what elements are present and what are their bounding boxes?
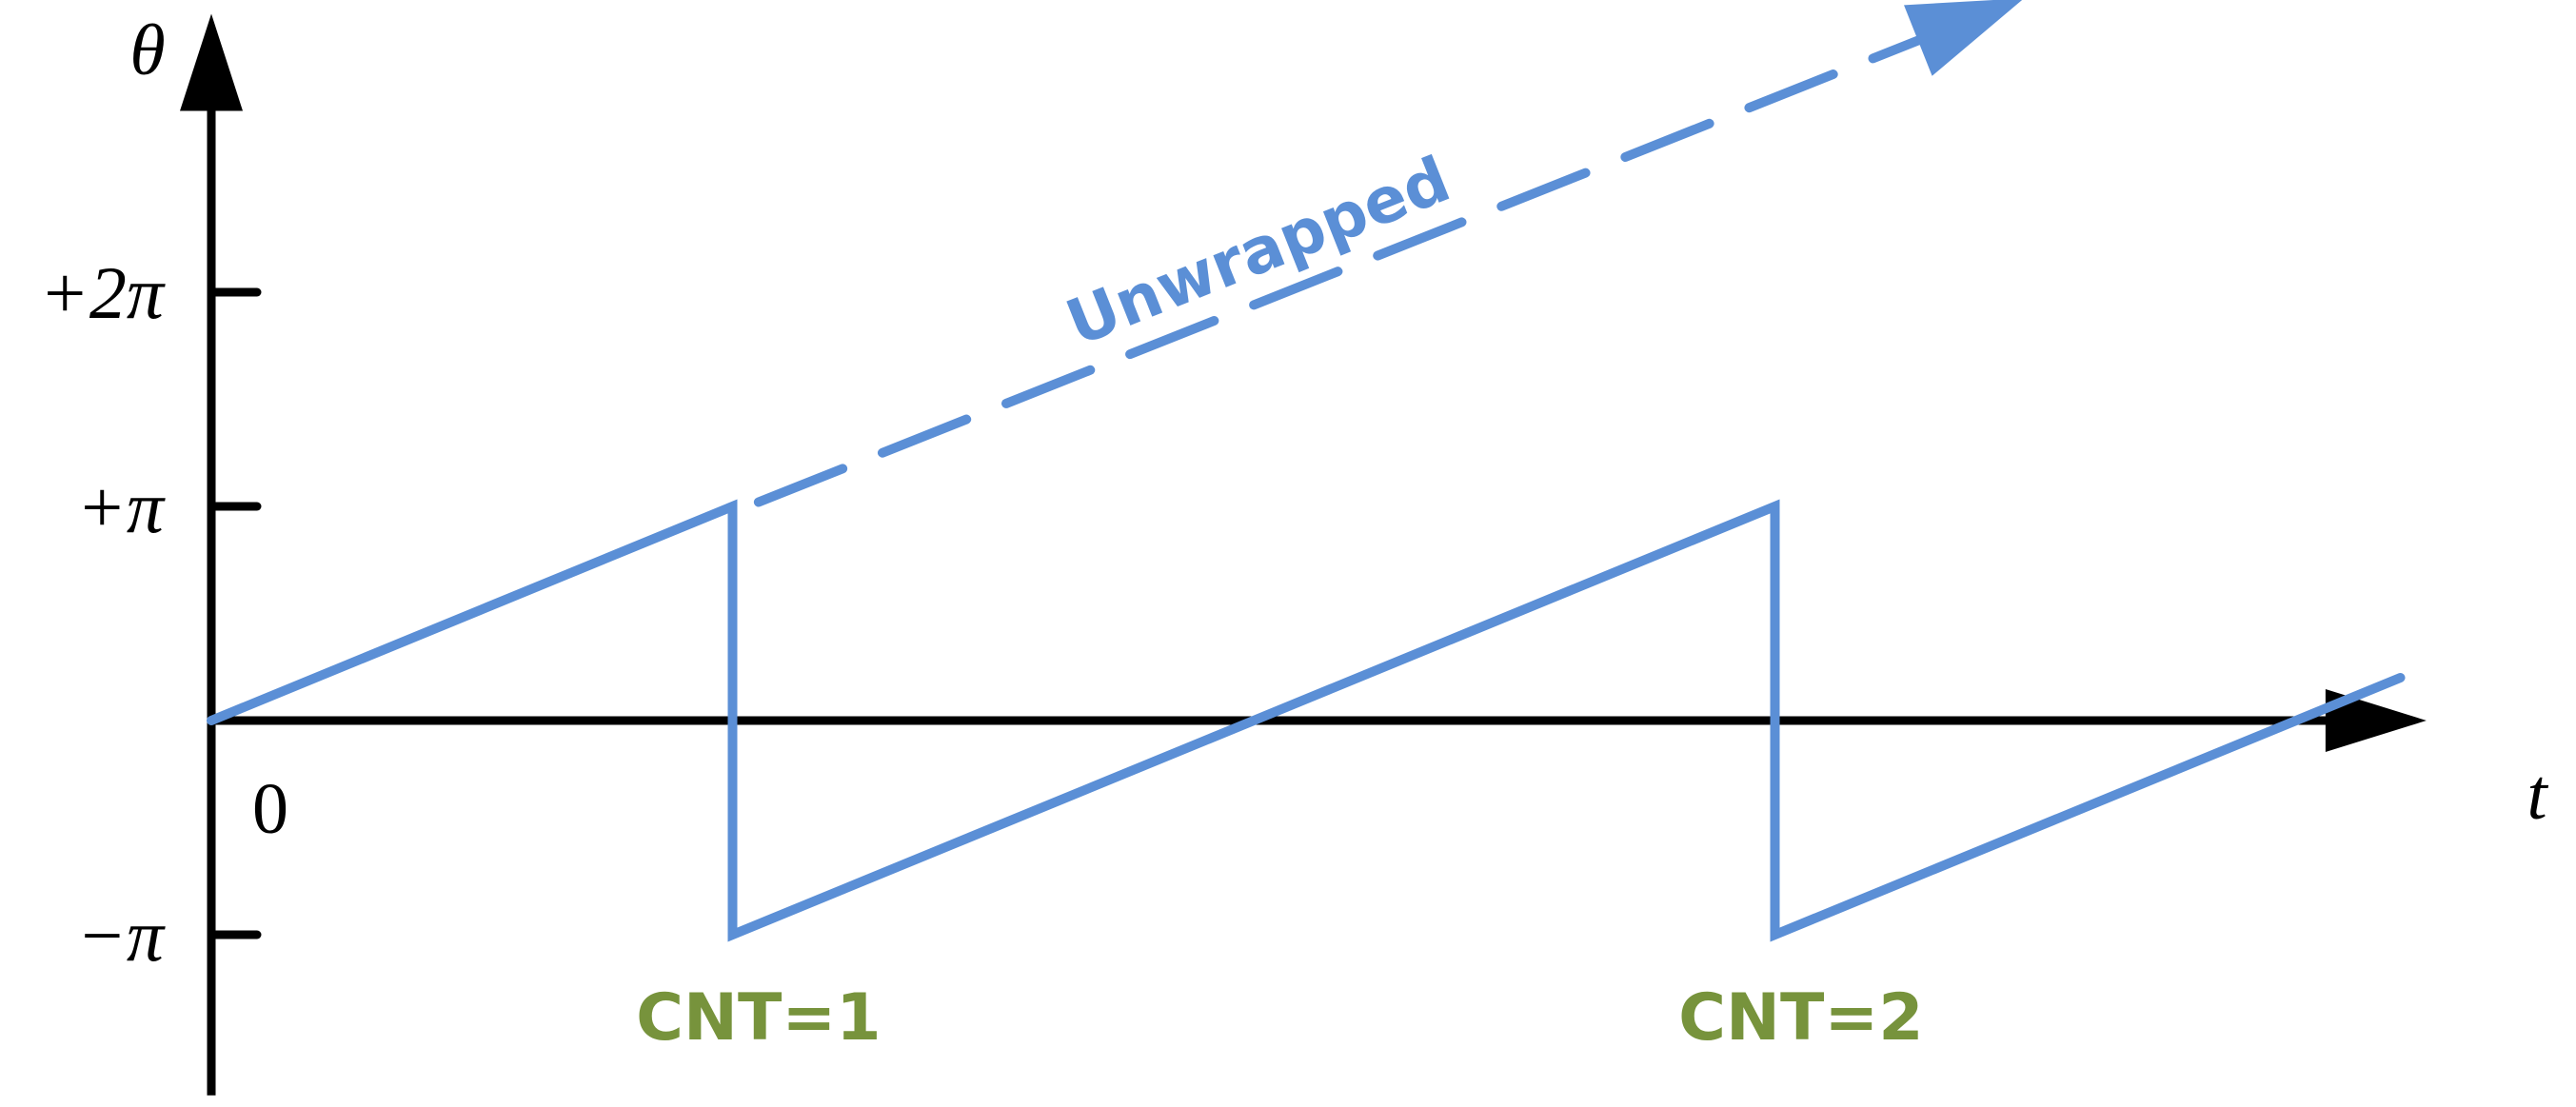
unwrapped-arrowhead — [1904, 0, 2023, 76]
y-axis-arrowhead — [180, 13, 243, 111]
counter-annotation: CNT=2 — [1678, 980, 1924, 1056]
series-layer: Unwrapped — [207, 0, 2406, 942]
x-origin-label: 0 — [252, 769, 288, 849]
y-tick-label: −π — [76, 894, 166, 977]
y-axis-label: θ — [129, 10, 165, 90]
y-tick-labels: +2π +π −π — [39, 251, 166, 977]
counter-annotation: CNT=1 — [636, 980, 882, 1056]
annotation-layer: CNT=1 CNT=2 — [636, 980, 1924, 1056]
y-tick-label: +π — [76, 465, 166, 548]
y-tick-marks — [207, 287, 262, 939]
x-axis-label: t — [2526, 755, 2548, 835]
axes — [180, 13, 2427, 1096]
y-tick-label: +2π — [39, 251, 166, 334]
wrapped-phase-line — [207, 499, 2406, 942]
unwrapped-phase-line — [753, 30, 1936, 507]
x-axis-arrowhead — [2325, 689, 2427, 752]
